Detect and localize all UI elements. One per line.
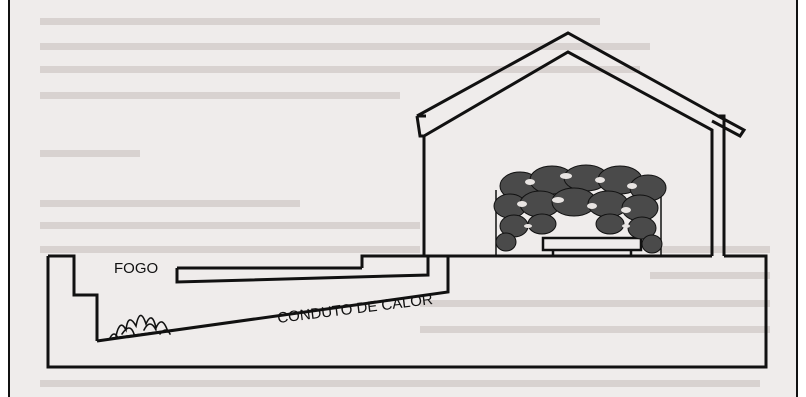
greenhouse-left-wall (415, 115, 426, 256)
heat-duct-label: CONDUTO DE CALOR (276, 291, 433, 327)
bench-legs (551, 250, 633, 256)
foundation-outline (46, 254, 768, 369)
base-structure (46, 254, 768, 369)
right-eave (711, 114, 747, 138)
bleed-through-text (40, 18, 770, 387)
heat-duct-upper (175, 256, 430, 284)
foliage-highlights (517, 173, 637, 228)
firebox-step (48, 254, 99, 341)
plant-bench (495, 190, 662, 256)
greenhouse-roof-inner (423, 50, 714, 256)
heat-duct-lower (96, 254, 450, 343)
fire-icon (109, 314, 173, 339)
duct-outlet (360, 254, 424, 268)
greenhouse-building (415, 31, 747, 256)
bench-top (541, 236, 643, 252)
fire-label: FOGO (114, 260, 158, 277)
